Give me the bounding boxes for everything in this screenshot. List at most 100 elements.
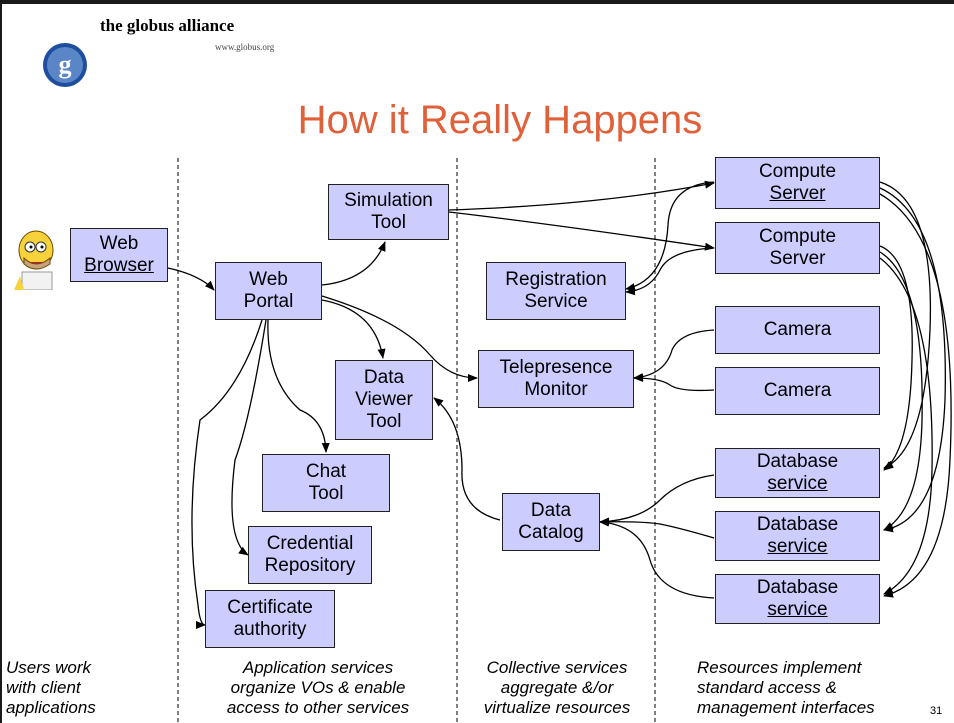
caption-users-line-1: Users work bbox=[6, 658, 92, 677]
registration-service-line-2: Service bbox=[524, 291, 588, 312]
logo-url: www.globus.org bbox=[215, 42, 275, 52]
certificate-authority-line-1: Certificate bbox=[227, 597, 313, 618]
caption-users: Users work with client applications bbox=[6, 658, 96, 718]
compute-server-1-line-1: Compute bbox=[758, 161, 837, 182]
arrow-portal-to-certificate bbox=[191, 319, 263, 629]
caption-resources: Resources implement standard access & ma… bbox=[697, 658, 875, 718]
credential-repository-line-1: Credential bbox=[266, 533, 354, 554]
caption-app-line-2: organize VOs & enable bbox=[230, 678, 406, 697]
caption-collective-line-1: Collective services bbox=[486, 658, 628, 677]
logo-letter: g bbox=[59, 50, 72, 79]
camera-2-box[interactable]: Camera bbox=[715, 367, 880, 415]
caption-resources-line-3: management interfaces bbox=[697, 698, 875, 717]
database-service-3-line-2: service bbox=[767, 599, 828, 620]
arrow-browser-to-portal bbox=[167, 267, 215, 291]
page-title: How it Really Happens bbox=[297, 98, 703, 142]
caption-users-line-2: with client bbox=[6, 678, 81, 697]
data-viewer-line-1: Data bbox=[363, 367, 405, 388]
arrow-camera2-to-telepresence bbox=[633, 374, 715, 392]
compute-server-2-box[interactable]: Compute Server bbox=[715, 222, 880, 274]
data-catalog-line-2: Catalog bbox=[518, 522, 584, 543]
arrow-camera1-to-telepresence bbox=[633, 329, 715, 382]
database-service-2-line-1: Database bbox=[756, 514, 839, 535]
caption-app-line-3: access to other services bbox=[226, 698, 410, 717]
arrow-portal-to-simulation bbox=[321, 241, 386, 286]
camera-1-box[interactable]: Camera bbox=[715, 306, 880, 354]
arrow-compute2-to-db1 bbox=[879, 245, 913, 471]
data-catalog-box[interactable]: Data Catalog bbox=[502, 493, 600, 551]
simulation-tool-line-2: Tool bbox=[371, 212, 406, 233]
data-catalog-line-1: Data bbox=[530, 500, 572, 521]
telepresence-monitor-box[interactable]: Telepresence Monitor bbox=[478, 350, 634, 408]
web-portal-line-1: Web bbox=[249, 269, 288, 290]
arrow-simulation-to-compute1 bbox=[448, 180, 715, 211]
chat-tool-line-1: Chat bbox=[305, 461, 347, 482]
web-browser-box[interactable]: Web Browser bbox=[70, 228, 168, 282]
arrow-compute1-to-db3 bbox=[879, 193, 952, 598]
arrow-db1-to-catalog bbox=[599, 474, 715, 526]
simulation-tool-line-1: Simulation bbox=[344, 190, 433, 211]
arrow-compute1-to-registration bbox=[625, 181, 715, 291]
certificate-authority-line-2: authority bbox=[233, 619, 307, 640]
simulation-tool-box[interactable]: Simulation Tool bbox=[328, 184, 449, 240]
database-service-2-line-2: service bbox=[767, 536, 828, 557]
homer-figure-icon bbox=[14, 230, 54, 290]
compute-server-1-box[interactable]: Compute Server bbox=[715, 157, 880, 209]
credential-repository-line-2: Repository bbox=[264, 555, 356, 576]
arrow-portal-to-telepresence bbox=[321, 295, 478, 382]
database-service-3-line-1: Database bbox=[756, 577, 839, 598]
registration-service-line-1: Registration bbox=[505, 269, 607, 290]
arrow-portal-to-credential bbox=[231, 319, 267, 556]
caption-users-line-3: applications bbox=[6, 698, 96, 717]
registration-service-box[interactable]: Registration Service bbox=[486, 262, 626, 320]
data-viewer-line-2: Viewer bbox=[355, 389, 413, 410]
web-browser-line-1: Web bbox=[99, 233, 139, 254]
web-portal-box[interactable]: Web Portal bbox=[215, 262, 322, 320]
arrow-db2-to-catalog bbox=[599, 517, 715, 539]
top-border bbox=[0, 0, 954, 4]
page-number: 31 bbox=[930, 705, 943, 717]
arrow-compute2-to-db3 bbox=[879, 257, 933, 595]
arrow-simulation-to-compute2 bbox=[448, 211, 715, 251]
arrow-db3-to-catalog bbox=[599, 518, 715, 599]
database-service-1-line-1: Database bbox=[756, 451, 839, 472]
camera-2-label: Camera bbox=[763, 380, 832, 401]
arrow-compute2-to-db2 bbox=[879, 251, 923, 531]
caption-resources-line-1: Resources implement bbox=[697, 658, 862, 677]
web-portal-line-2: Portal bbox=[243, 291, 294, 312]
data-viewer-line-3: Tool bbox=[366, 411, 402, 432]
caption-collective-services: Collective services aggregate &/or virtu… bbox=[462, 658, 652, 718]
arrow-compute1-to-db2 bbox=[879, 187, 946, 533]
certificate-authority-box[interactable]: Certificate authority bbox=[205, 590, 335, 648]
caption-resources-line-2: standard access & bbox=[697, 678, 837, 697]
chat-tool-box[interactable]: Chat Tool bbox=[262, 454, 390, 512]
logo-name: the globus alliance bbox=[100, 16, 235, 35]
database-service-1-box[interactable]: Database service bbox=[715, 448, 880, 498]
column-separators bbox=[177, 158, 656, 723]
credential-repository-box[interactable]: Credential Repository bbox=[248, 526, 372, 584]
compute-server-2-line-2: Server bbox=[769, 248, 826, 269]
globus-g-logo-icon: g bbox=[43, 43, 87, 87]
database-service-2-box[interactable]: Database service bbox=[715, 511, 880, 561]
web-browser-line-2: Browser bbox=[84, 255, 154, 276]
compute-server-1-line-2: Server bbox=[769, 183, 826, 204]
arrow-portal-to-dataviewer bbox=[321, 299, 386, 359]
chat-tool-line-2: Tool bbox=[308, 483, 344, 504]
arrow-compute1-to-db1 bbox=[879, 181, 932, 469]
compute-server-2-line-1: Compute bbox=[758, 226, 837, 247]
data-viewer-tool-box[interactable]: Data Viewer Tool bbox=[335, 360, 433, 440]
caption-collective-line-3: virtualize resources bbox=[483, 698, 631, 717]
arrow-compute2-to-registration bbox=[625, 247, 715, 296]
caption-application-services: Application services organize VOs & enab… bbox=[188, 658, 448, 718]
telepresence-monitor-line-2: Monitor bbox=[524, 379, 588, 400]
left-border bbox=[0, 0, 2, 723]
arrow-catalog-to-dataviewer bbox=[433, 397, 501, 521]
database-service-3-box[interactable]: Database service bbox=[715, 574, 880, 624]
telepresence-monitor-line-1: Telepresence bbox=[499, 357, 613, 378]
camera-1-label: Camera bbox=[763, 319, 832, 340]
caption-collective-line-2: aggregate &/or bbox=[500, 678, 614, 697]
database-service-1-line-2: service bbox=[767, 473, 828, 494]
arrow-portal-to-chat bbox=[267, 319, 330, 453]
